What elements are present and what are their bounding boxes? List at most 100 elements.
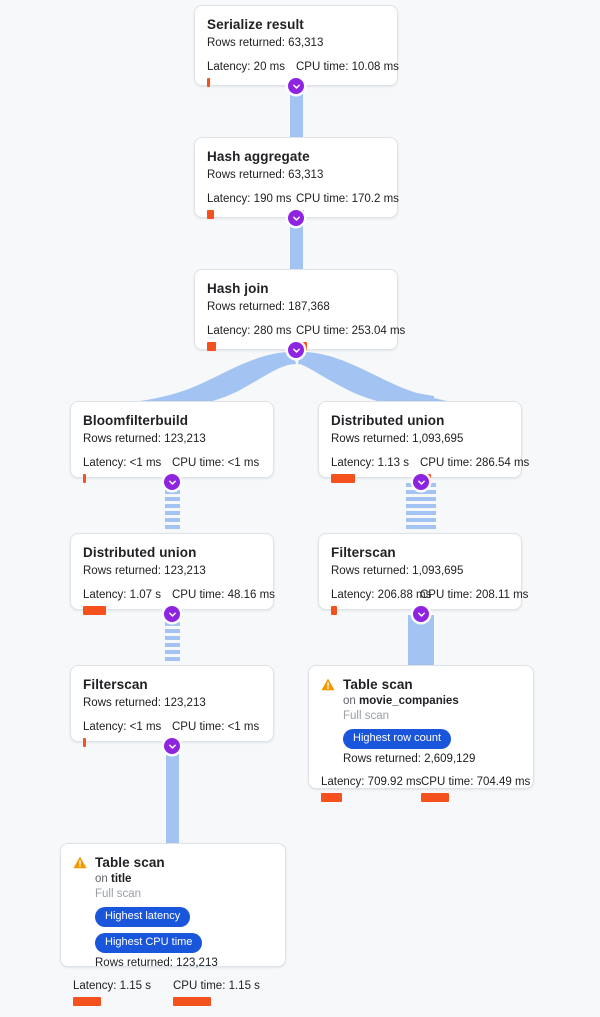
node-header: Distributed union Rows returned: 1,093,6… bbox=[331, 412, 509, 447]
node-metrics: Latency: 1.07 s CPU time: 48.16 ms bbox=[83, 588, 275, 615]
latency-metric: Latency: <1 ms bbox=[83, 720, 172, 747]
node-scan-type: Full scan bbox=[95, 888, 142, 900]
on-label: on bbox=[95, 873, 111, 885]
latency-metric: Latency: 190 ms bbox=[207, 192, 296, 219]
cpu-metric: CPU time: 48.16 ms bbox=[172, 588, 275, 615]
plan-node-hash-aggregate[interactable]: Hash aggregate Rows returned: 63,313 Lat… bbox=[194, 137, 399, 219]
badge-highest-latency[interactable]: Highest latency bbox=[95, 907, 191, 927]
latency-bar bbox=[73, 997, 101, 1006]
latency-bar bbox=[331, 474, 355, 483]
warning-icon bbox=[73, 856, 87, 869]
plan-node-serialize-result[interactable]: Serialize result Rows returned: 63,313 L… bbox=[194, 5, 399, 87]
cpu-metric: CPU time: 1.15 s bbox=[173, 979, 273, 1006]
cpu-label: CPU time: 1.15 s bbox=[173, 980, 260, 992]
node-title: Serialize result bbox=[207, 17, 304, 32]
collapse-toggle-serialize-result[interactable] bbox=[288, 78, 304, 94]
chevron-down-icon bbox=[168, 480, 176, 485]
target-name: movie_companies bbox=[359, 695, 459, 707]
collapse-toggle-hash-aggregate[interactable] bbox=[288, 210, 304, 226]
latency-bar bbox=[207, 210, 214, 219]
cpu-bar bbox=[173, 997, 211, 1006]
cpu-label: CPU time: 48.16 ms bbox=[172, 589, 275, 601]
cpu-label: CPU time: 704.49 ms bbox=[421, 776, 531, 788]
badge-highest-row-count[interactable]: Highest row count bbox=[343, 729, 452, 749]
node-rows-returned: Rows returned: 123,213 bbox=[83, 697, 206, 709]
chevron-down-icon bbox=[417, 480, 425, 485]
latency-label: Latency: 190 ms bbox=[207, 193, 292, 205]
cpu-label: CPU time: 10.08 ms bbox=[296, 61, 399, 73]
chevron-down-icon bbox=[292, 348, 300, 353]
warning-icon bbox=[321, 678, 335, 691]
latency-label: Latency: <1 ms bbox=[83, 457, 162, 469]
collapse-toggle-hash-join[interactable] bbox=[288, 342, 304, 358]
latency-metric: Latency: 1.07 s bbox=[83, 588, 172, 615]
plan-node-filterscan-right[interactable]: Filterscan Rows returned: 1,093,695 Late… bbox=[318, 533, 528, 615]
node-header: Bloomfilterbuild Rows returned: 123,213 bbox=[83, 412, 261, 447]
chevron-down-icon bbox=[417, 612, 425, 617]
cpu-bar bbox=[421, 793, 449, 802]
latency-label: Latency: 20 ms bbox=[207, 61, 285, 73]
on-label: on bbox=[343, 695, 359, 707]
edge-table-scan-movie-companies-to-filterscan-right bbox=[408, 615, 434, 667]
node-title: Bloomfilterbuild bbox=[83, 413, 189, 428]
badge-highest-cpu-time[interactable]: Highest CPU time bbox=[95, 933, 203, 953]
node-header: Serialize result Rows returned: 63,313 bbox=[207, 16, 385, 51]
cpu-label: CPU time: 170.2 ms bbox=[296, 193, 399, 205]
latency-label: Latency: 280 ms bbox=[207, 325, 292, 337]
node-badges: Highest latency Highest CPU time bbox=[95, 907, 273, 953]
cpu-label: CPU time: 208.11 ms bbox=[420, 589, 529, 601]
cpu-metric: CPU time: 253.04 ms bbox=[296, 324, 405, 351]
plan-node-filterscan-left[interactable]: Filterscan Rows returned: 123,213 Latenc… bbox=[70, 665, 274, 747]
plan-node-bloomfilterbuild[interactable]: Bloomfilterbuild Rows returned: 123,213 … bbox=[70, 401, 274, 483]
latency-bar bbox=[83, 474, 86, 483]
node-header: Distributed union Rows returned: 123,213 bbox=[83, 544, 261, 579]
node-rows-returned: Rows returned: 2,609,129 bbox=[343, 753, 476, 765]
latency-label: Latency: 1.13 s bbox=[331, 457, 409, 469]
latency-metric: Latency: 1.13 s bbox=[331, 456, 420, 483]
node-metrics: Latency: 1.15 s CPU time: 1.15 s bbox=[73, 979, 273, 1006]
edge-table-scan-title-to-filterscan-left bbox=[166, 747, 179, 844]
latency-bar bbox=[83, 606, 106, 615]
node-metrics: Latency: 280 ms CPU time: 253.04 ms bbox=[207, 324, 405, 351]
node-title: Filterscan bbox=[83, 677, 148, 692]
latency-metric: Latency: 280 ms bbox=[207, 324, 296, 351]
cpu-label: CPU time: 286.54 ms bbox=[420, 457, 530, 469]
node-title: Distributed union bbox=[331, 413, 445, 428]
node-metrics: Latency: 709.92 ms CPU time: 704.49 ms bbox=[321, 775, 531, 802]
node-rows-returned: Rows returned: 123,213 bbox=[83, 433, 206, 445]
node-header: Filterscan Rows returned: 1,093,695 bbox=[331, 544, 509, 579]
cpu-metric: CPU time: <1 ms bbox=[172, 456, 261, 483]
node-title: Hash aggregate bbox=[207, 149, 310, 164]
node-header: Filterscan Rows returned: 123,213 bbox=[83, 676, 261, 711]
plan-node-distributed-union-right[interactable]: Distributed union Rows returned: 1,093,6… bbox=[318, 401, 529, 483]
collapse-toggle-filterscan-right[interactable] bbox=[413, 606, 429, 622]
latency-metric: Latency: <1 ms bbox=[83, 456, 172, 483]
node-target: on movie_companies bbox=[343, 694, 521, 709]
collapse-toggle-distributed-union-left[interactable] bbox=[164, 606, 180, 622]
latency-metric: Latency: 20 ms bbox=[207, 60, 296, 87]
chevron-down-icon bbox=[292, 216, 300, 221]
plan-node-distributed-union-left[interactable]: Distributed union Rows returned: 123,213… bbox=[70, 533, 275, 615]
plan-node-table-scan-movie-companies[interactable]: Table scan on movie_companies Full scan … bbox=[308, 665, 534, 802]
latency-metric: Latency: 1.15 s bbox=[73, 979, 173, 1006]
node-rows-returned: Rows returned: 1,093,695 bbox=[331, 433, 464, 445]
cpu-metric: CPU time: 286.54 ms bbox=[420, 456, 530, 483]
latency-bar bbox=[83, 738, 86, 747]
collapse-toggle-bloomfilterbuild[interactable] bbox=[164, 474, 180, 490]
collapse-toggle-distributed-union-right[interactable] bbox=[413, 474, 429, 490]
node-metrics: Latency: <1 ms CPU time: <1 ms bbox=[83, 720, 261, 747]
node-scan-type: Full scan bbox=[343, 710, 390, 722]
plan-node-table-scan-title[interactable]: Table scan on title Full scan Highest la… bbox=[60, 843, 286, 1006]
node-rows-returned: Rows returned: 123,213 bbox=[83, 565, 206, 577]
node-metrics: Latency: <1 ms CPU time: <1 ms bbox=[83, 456, 261, 483]
node-rows-returned: Rows returned: 123,213 bbox=[95, 957, 218, 969]
latency-bar bbox=[207, 342, 216, 351]
node-rows-returned: Rows returned: 187,368 bbox=[207, 301, 330, 313]
cpu-metric: CPU time: 170.2 ms bbox=[296, 192, 399, 219]
node-rows-returned: Rows returned: 1,093,695 bbox=[331, 565, 464, 577]
collapse-toggle-filterscan-left[interactable] bbox=[164, 738, 180, 754]
cpu-metric: CPU time: 208.11 ms bbox=[420, 588, 529, 615]
cpu-metric: CPU time: 10.08 ms bbox=[296, 60, 399, 87]
plan-node-hash-join[interactable]: Hash join Rows returned: 187,368 Latency… bbox=[194, 269, 405, 351]
